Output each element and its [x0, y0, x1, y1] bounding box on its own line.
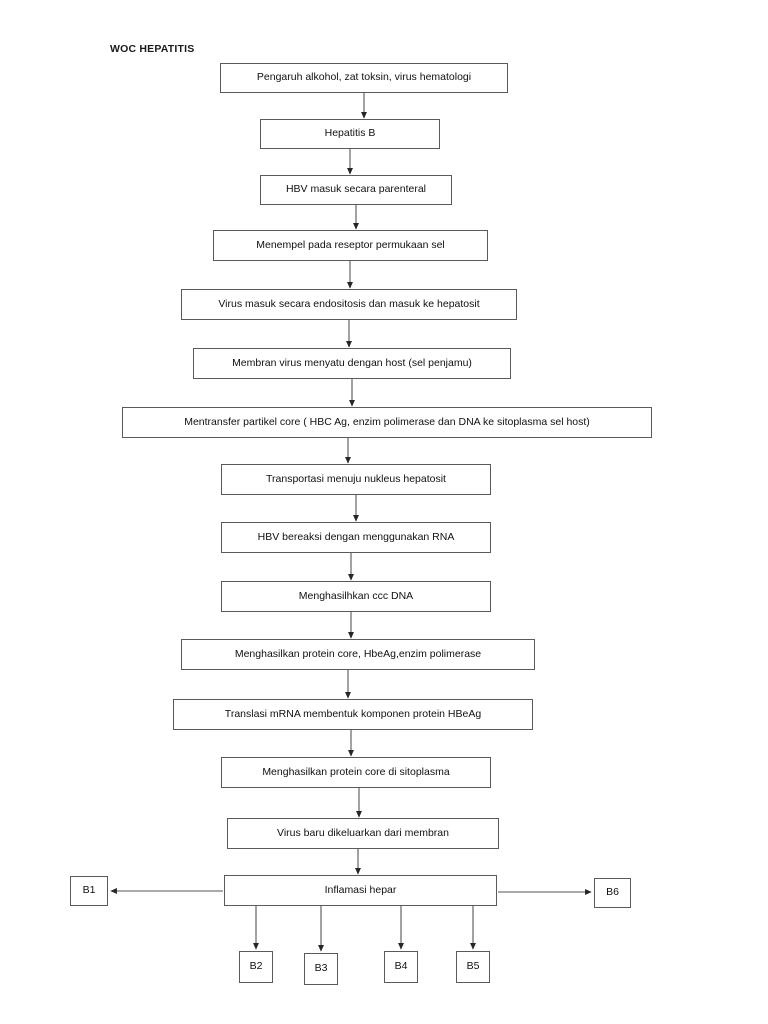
node-hepatitis-b[interactable]: Hepatitis B: [260, 119, 440, 149]
node-label: Mentransfer partikel core ( HBC Ag, enzi…: [184, 415, 590, 428]
node-membran-menyatu-host[interactable]: Membran virus menyatu dengan host (sel p…: [193, 348, 511, 379]
node-label: Menghasilkan protein core di sitoplasma: [262, 765, 450, 778]
page-title: WOC HEPATITIS: [110, 43, 195, 55]
node-label: HBV bereaksi dengan menggunakan RNA: [257, 530, 455, 543]
node-label: Virus baru dikeluarkan dari membran: [277, 826, 449, 839]
node-virus-endositosis[interactable]: Virus masuk secara endositosis dan masuk…: [181, 289, 517, 320]
node-label: B2: [249, 960, 263, 973]
node-label: B6: [606, 886, 619, 899]
node-transportasi-nukleus[interactable]: Transportasi menuju nukleus hepatosit: [221, 464, 491, 495]
node-label: Inflamasi hepar: [324, 883, 397, 896]
node-label: B4: [394, 960, 408, 973]
node-translasi-mrna[interactable]: Translasi mRNA membentuk komponen protei…: [173, 699, 533, 730]
node-hbv-masuk-parenteral[interactable]: HBV masuk secara parenteral: [260, 175, 452, 205]
node-inflamasi-hepar[interactable]: Inflamasi hepar: [224, 875, 497, 906]
node-label: Pengaruh alkohol, zat toksin, virus hema…: [256, 71, 472, 84]
node-b4[interactable]: B4: [384, 951, 418, 983]
node-b2[interactable]: B2: [239, 951, 273, 983]
node-hbv-bereaksi-rna[interactable]: HBV bereaksi dengan menggunakan RNA: [221, 522, 491, 553]
node-label: Hepatitis B: [324, 127, 376, 140]
node-label: Translasi mRNA membentuk komponen protei…: [224, 707, 482, 720]
node-menempel-reseptor[interactable]: Menempel pada reseptor permukaan sel: [213, 230, 488, 261]
node-label: B5: [466, 960, 480, 973]
node-label: Menempel pada reseptor permukaan sel: [256, 238, 445, 251]
node-menghasilkan-ccc-dna[interactable]: Menghasilhkan ccc DNA: [221, 581, 491, 612]
node-b6[interactable]: B6: [594, 878, 631, 908]
node-protein-core-hbeag-polimerase[interactable]: Menghasilkan protein core, HbeAg,enzim p…: [181, 639, 535, 670]
node-protein-core-sitoplasma[interactable]: Menghasilkan protein core di sitoplasma: [221, 757, 491, 788]
node-label: B3: [314, 962, 328, 975]
node-label: HBV masuk secara parenteral: [285, 183, 427, 196]
node-b1[interactable]: B1: [70, 876, 108, 906]
node-virus-baru-dikeluarkan[interactable]: Virus baru dikeluarkan dari membran: [227, 818, 499, 849]
node-b3[interactable]: B3: [304, 953, 338, 985]
node-label: Menghasilhkan ccc DNA: [298, 589, 414, 602]
node-label: B1: [82, 884, 96, 897]
node-label: Transportasi menuju nukleus hepatosit: [266, 472, 446, 485]
node-label: Menghasilkan protein core, HbeAg,enzim p…: [234, 647, 482, 660]
node-mentransfer-partikel-core[interactable]: Mentransfer partikel core ( HBC Ag, enzi…: [122, 407, 652, 438]
node-b5[interactable]: B5: [456, 951, 490, 983]
node-label: Virus masuk secara endositosis dan masuk…: [218, 297, 480, 310]
node-label: Membran virus menyatu dengan host (sel p…: [232, 356, 472, 369]
node-pengaruh-alkohol[interactable]: Pengaruh alkohol, zat toksin, virus hema…: [220, 63, 508, 93]
